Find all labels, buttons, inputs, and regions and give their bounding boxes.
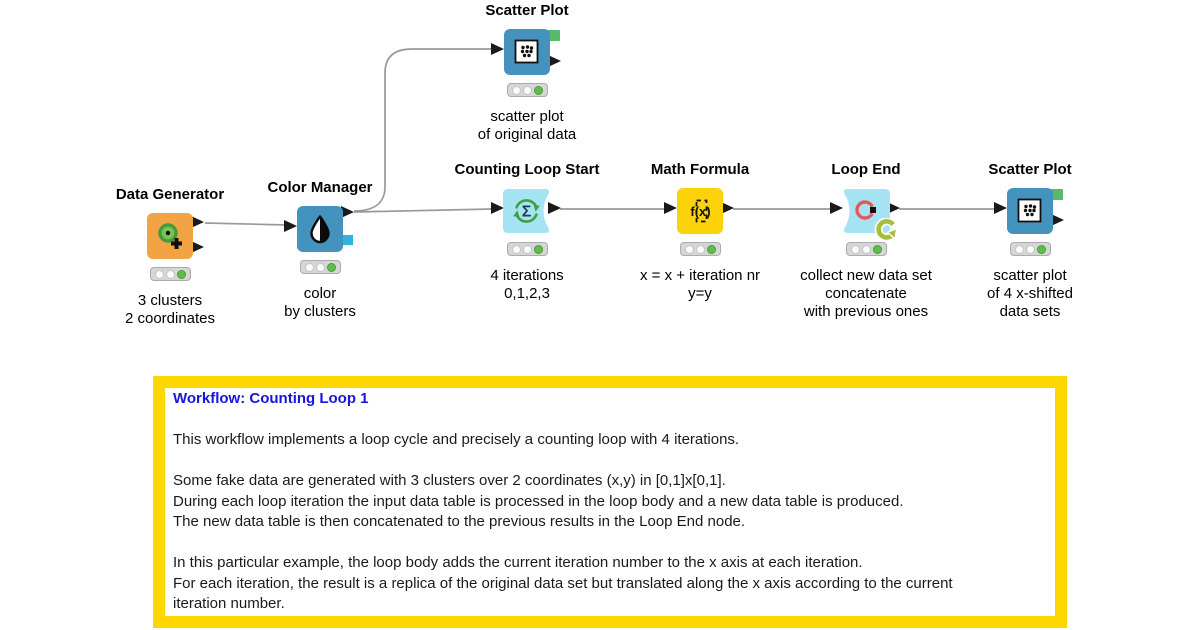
scatter-plot-icon [514,39,539,64]
fx-icon: f(x) [690,199,711,223]
input-port[interactable] [491,202,504,214]
math-formula-node-body[interactable]: f(x) [677,188,723,234]
output-port[interactable] [721,202,734,214]
node-comment: 4 iterations 0,1,2,3 [490,267,564,302]
node-color-manager[interactable]: Color Manager color by clusters [235,180,405,321]
workflow-annotation[interactable]: Workflow: Counting Loop 1 This workflow … [153,376,1067,628]
traffic-light [149,267,191,281]
node-comment: 3 clusters 2 coordinates [124,292,216,327]
node-title: Color Manager [267,179,373,196]
node-loop-end[interactable]: Loop End collect new data set concatenat… [781,162,951,321]
scatter-plot-icon [1017,198,1042,223]
annotation-title: Workflow: Counting Loop 1 [173,390,369,407]
node-math-formula[interactable]: Math Formula f(x) x = x + iteration nr y… [615,162,785,303]
view-port-tab[interactable] [546,30,560,41]
node-title: Scatter Plot [485,2,569,19]
view-port-tab[interactable] [1049,189,1063,200]
output-port-2[interactable] [191,241,204,253]
node-title: Counting Loop Start [454,161,600,178]
node-title: Loop End [831,161,901,178]
annotation-body: This workflow implements a loop cycle an… [173,431,953,612]
color-model-port[interactable] [339,235,353,245]
node-title: Data Generator [115,186,225,203]
input-port[interactable] [664,202,677,214]
color-drop-icon [310,215,330,244]
input-port[interactable] [284,220,297,232]
loop-start-icon: Σ [513,199,540,223]
loop-in-progress-icon [874,218,897,242]
output-port[interactable] [1051,214,1064,226]
traffic-light [506,83,548,97]
scatter-plot-node-body[interactable] [504,29,550,75]
node-scatter-plot-right[interactable]: Scatter Plot scatter plot of 4 x-shifted… [945,162,1115,321]
input-port[interactable] [994,202,1007,214]
connection-color-manager-scatter-plot-top[interactable] [353,48,492,212]
node-title: Scatter Plot [988,161,1072,178]
data-generator-icon [158,223,182,249]
traffic-light [845,242,887,256]
output-port[interactable] [548,55,561,67]
output-port[interactable] [341,206,354,218]
svg-text:f(x): f(x) [690,204,710,219]
traffic-light [299,260,341,274]
node-title: Math Formula [650,161,750,178]
data-generator-node-body[interactable] [147,213,193,259]
scatter-plot-node-body[interactable] [1007,188,1053,234]
node-data-generator[interactable]: Data Generator 3 clusters 2 coordinates [85,187,255,328]
traffic-light [506,242,548,256]
node-comment: scatter plot of original data [477,108,577,143]
connection-color-manager-counting-loop-start[interactable] [353,208,493,213]
color-manager-node-body[interactable] [297,206,343,252]
traffic-light [679,242,721,256]
connection-data-generator-color-manager[interactable] [204,222,289,226]
loop-end-icon [855,200,876,220]
node-counting-loop-start[interactable]: Counting Loop Start Σ 4 iterations 0,1,2… [442,162,612,303]
input-port[interactable] [830,202,843,214]
node-scatter-plot-top[interactable]: Scatter Plot scatter plot of original da… [442,3,612,144]
node-comment: color by clusters [284,285,356,320]
output-port[interactable] [887,202,900,214]
node-comment: scatter plot of 4 x-shifted data sets [987,267,1073,320]
output-port-1[interactable] [191,216,204,228]
counting-loop-start-node-body[interactable]: Σ [503,189,551,233]
node-comment: x = x + iteration nr y=y [639,267,761,302]
node-comment: collect new data set concatenate with pr… [800,267,932,320]
sigma-icon: Σ [522,204,532,221]
traffic-light [1009,242,1051,256]
input-port[interactable] [491,43,504,55]
output-port[interactable] [548,202,561,214]
